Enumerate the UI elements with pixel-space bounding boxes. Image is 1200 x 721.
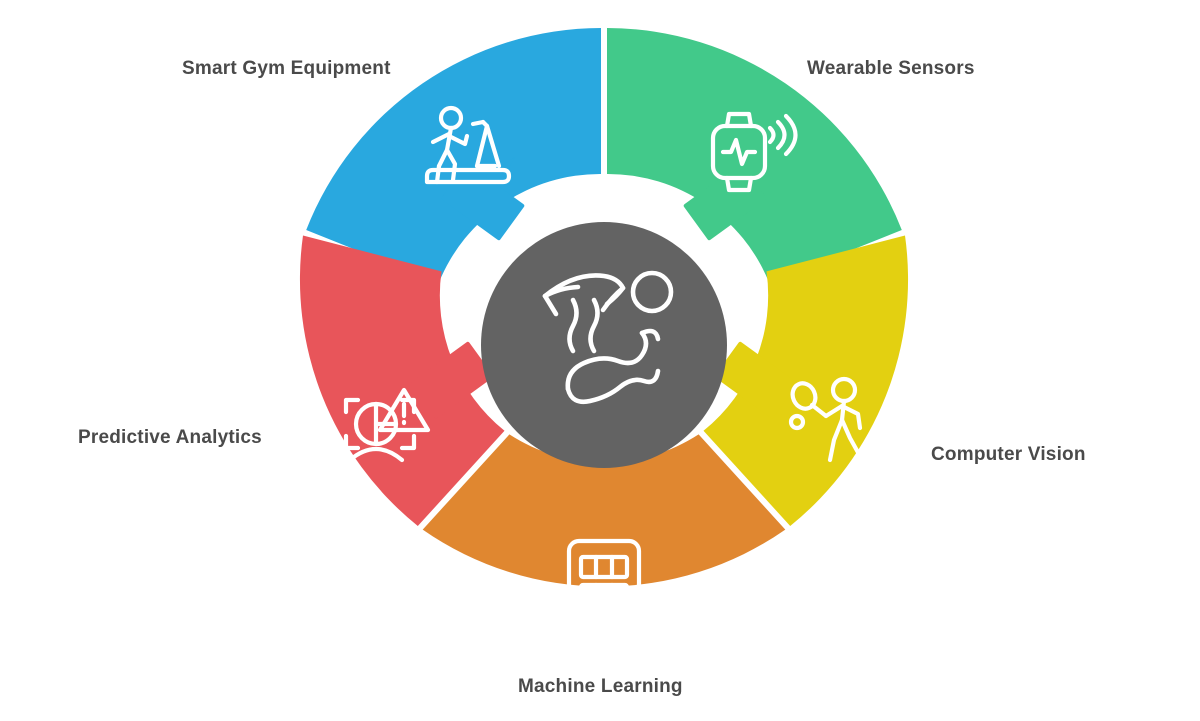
segment-computer-vision[interactable]	[703, 235, 909, 527]
treadmill-icon	[424, 105, 512, 185]
center-hub[interactable]	[481, 222, 727, 468]
segment-label-wearable-sensors: Wearable Sensors	[807, 58, 975, 79]
face-scan-alert-icon	[343, 387, 431, 463]
segment-computer-vision-connector[interactable]	[714, 341, 798, 419]
segment-label-predictive-analytics: Predictive Analytics	[78, 427, 262, 448]
segment-wearable-sensors-connector[interactable]	[683, 163, 767, 241]
grid-table-icon	[566, 538, 642, 622]
segment-predictive-analytics[interactable]	[299, 235, 505, 527]
athlete-motion-icon	[542, 270, 674, 405]
segment-machine-learning[interactable]	[422, 434, 786, 587]
smartwatch-signal-icon	[710, 111, 798, 193]
tennis-player-icon	[788, 376, 863, 463]
ring-segments	[299, 28, 909, 587]
segment-label-machine-learning: Machine Learning	[518, 676, 683, 697]
segment-machine-learning-connector[interactable]	[578, 448, 630, 532]
segment-computer-vision-arc[interactable]	[703, 235, 909, 527]
segment-smart-gym-equipment-arc[interactable]	[306, 28, 601, 283]
center-hub-circle[interactable]	[481, 222, 727, 468]
segment-predictive-analytics-connector[interactable]	[410, 341, 494, 419]
segment-wearable-sensors-arc[interactable]	[607, 28, 902, 283]
segment-label-smart-gym-equipment: Smart Gym Equipment	[182, 58, 391, 79]
segment-wearable-sensors[interactable]	[607, 28, 902, 283]
segment-predictive-analytics-arc[interactable]	[299, 235, 505, 527]
segment-label-computer-vision: Computer Vision	[931, 444, 1086, 465]
